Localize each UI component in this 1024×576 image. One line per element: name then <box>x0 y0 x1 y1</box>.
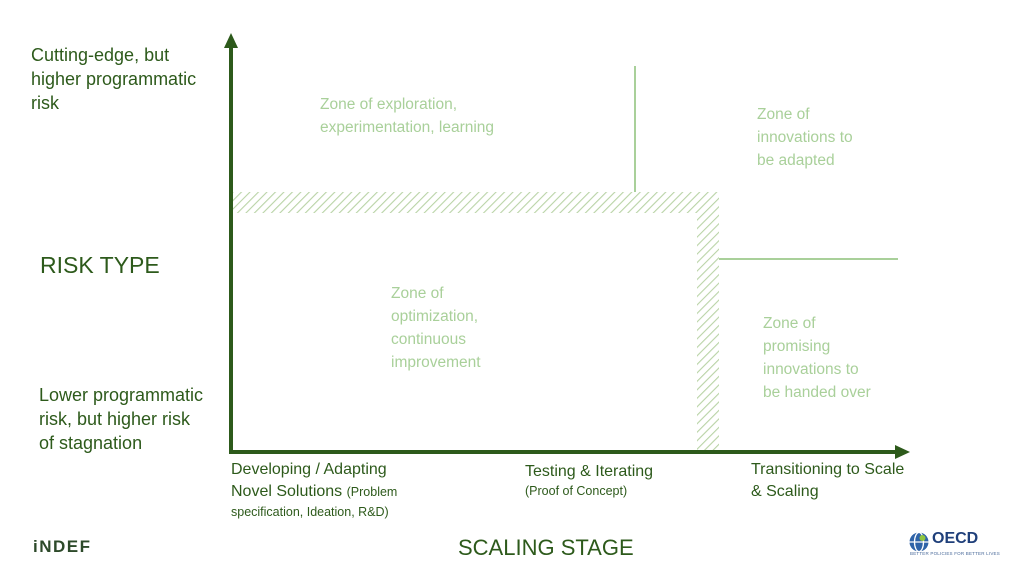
zone-optimization-label: Zone of optimization, continuous improve… <box>391 282 481 374</box>
zone-adapted-line-1: Zone of <box>757 106 810 123</box>
indef-logo: iNDEF <box>33 537 92 556</box>
zone-optimization-line-3: continuous <box>391 331 466 348</box>
zone-adapted-line-3: be adapted <box>757 152 835 169</box>
stage-developing-note: specification, Ideation, R&D) <box>231 505 389 519</box>
zone-handed-over-label: Zone of promising innovations to be hand… <box>763 312 871 404</box>
oecd-logo: OECD BETTER POLICIES FOR BETTER LIVES <box>908 529 1000 556</box>
stage-developing-label: Developing / Adapting Novel Solutions (P… <box>231 459 397 521</box>
y-axis-top-label: Cutting-edge, but higher programmatic ri… <box>31 43 196 115</box>
y-top-line-3: risk <box>31 93 59 113</box>
zone-handed-over-line-4: be handed over <box>763 384 871 401</box>
y-axis-title: RISK TYPE <box>40 252 160 278</box>
y-axis-bottom-label: Lower programmatic risk, but higher risk… <box>39 383 203 455</box>
y-top-line-1: Cutting-edge, but <box>31 45 170 65</box>
stage-scaling-label: Transitioning to Scale & Scaling <box>751 459 904 503</box>
zone-handed-over-line-2: promising <box>763 338 831 355</box>
zone-exploration-line-2: experimentation, learning <box>320 119 495 136</box>
stage-scaling-line-2: & Scaling <box>751 483 819 500</box>
stage-developing-line-1: Developing / Adapting <box>231 461 387 478</box>
zone-exploration-line-1: Zone of exploration, <box>320 96 458 113</box>
zone-adapted-line-2: innovations to <box>757 129 853 146</box>
stage-developing-note-inline: (Problem <box>346 485 398 499</box>
x-axis-arrow-icon <box>895 445 910 459</box>
y-axis-arrow-icon <box>224 33 238 48</box>
zone-optimization-line-2: optimization, <box>391 308 479 325</box>
stage-testing-note: (Proof of Concept) <box>525 484 628 498</box>
zone-optimization-line-1: Zone of <box>391 285 444 302</box>
y-top-line-2: higher programmatic <box>31 69 197 89</box>
zone-exploration-label: Zone of exploration, experimentation, le… <box>320 93 494 139</box>
zone-handed-over-line-3: innovations to <box>763 361 859 378</box>
y-bottom-line-1: Lower programmatic <box>39 385 204 405</box>
oecd-globe-icon <box>909 531 929 553</box>
zone-optimization-line-4: improvement <box>391 354 481 371</box>
y-bottom-line-3: of stagnation <box>39 433 143 453</box>
oecd-wordmark: OECD <box>932 530 979 547</box>
oecd-tagline: BETTER POLICIES FOR BETTER LIVES <box>910 551 1000 556</box>
y-bottom-line-2: risk, but higher risk <box>39 409 191 429</box>
stage-developing-title-part: Novel Solutions <box>231 483 343 500</box>
zone-adapted-label: Zone of innovations to be adapted <box>757 103 853 172</box>
stage-developing-line-2: Novel Solutions (Problem <box>231 481 397 503</box>
stage-testing-label: Testing & Iterating (Proof of Concept) <box>525 461 653 499</box>
stage-scaling-line-1: Transitioning to Scale <box>751 461 905 478</box>
zone-handed-over-line-1: Zone of <box>763 315 816 332</box>
x-axis-title: SCALING STAGE <box>458 535 634 560</box>
stage-testing-title: Testing & Iterating <box>525 463 654 480</box>
